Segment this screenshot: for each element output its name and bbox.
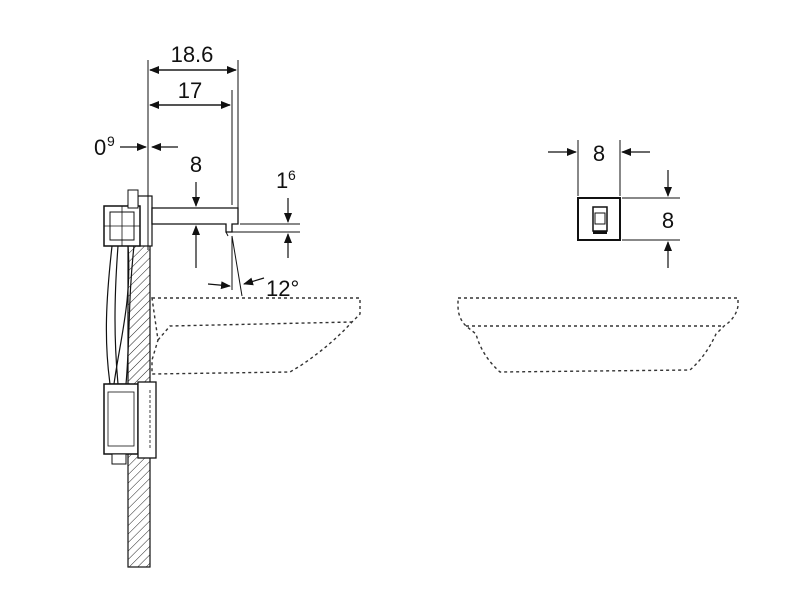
- dim-plate-height: 8: [622, 170, 680, 268]
- dim-wall-offset-label: 0: [94, 135, 106, 160]
- dim-spout-reach: 17: [149, 78, 231, 109]
- dim-wall-offset-sup: 9: [107, 133, 115, 149]
- dim-angle: 12°: [207, 276, 299, 301]
- dim-outlet-height: 1 6: [276, 167, 296, 258]
- mounting-box: [103, 189, 141, 247]
- spout: [151, 207, 239, 237]
- dim-plate-width: 8: [548, 140, 650, 196]
- dim-outlet-height-label: 1: [276, 168, 288, 193]
- side-view: 18.6 17 0 9 8 1 6: [94, 42, 361, 568]
- dim-overall-reach: 18.6: [149, 42, 237, 74]
- basin-side: [151, 297, 361, 375]
- front-view: 8 8: [457, 140, 739, 373]
- dim-plate-height-label: 8: [662, 208, 674, 233]
- dim-outlet-height-sup: 6: [288, 167, 296, 183]
- dim-spout-height: 8: [188, 152, 204, 268]
- dim-plate-width-label: 8: [593, 141, 605, 166]
- dim-overall-reach-label: 18.6: [171, 42, 214, 67]
- dim-wall-offset: 0 9: [94, 133, 178, 160]
- control-unit: [103, 381, 157, 465]
- dim-angle-label: 12°: [266, 276, 299, 301]
- extension-lines: [147, 60, 300, 297]
- basin-front: [457, 297, 739, 373]
- dim-spout-reach-label: 17: [178, 78, 202, 103]
- cover-plate: [577, 197, 621, 241]
- dim-spout-height-label: 8: [190, 152, 202, 177]
